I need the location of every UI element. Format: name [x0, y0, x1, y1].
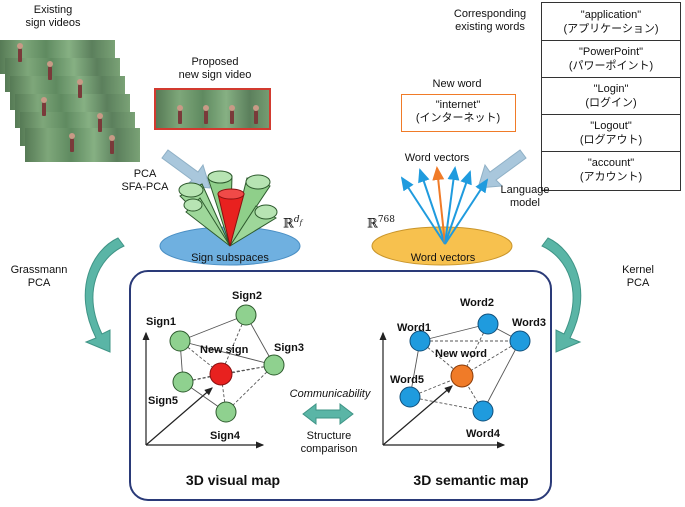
new-word-title: New word	[432, 78, 482, 90]
visual-map-title: 3D visual map	[185, 472, 281, 488]
visual-map-axes	[142, 331, 265, 449]
existing-words-list: "application"(アプリケーション) "PowerPoint"(パワー…	[541, 2, 681, 191]
sign4-node	[215, 401, 237, 423]
word1-node	[409, 330, 431, 352]
new-word-node	[450, 364, 474, 388]
visual-map-edges	[179, 314, 275, 413]
word3-node	[509, 330, 531, 352]
new-word-label: New word	[435, 348, 487, 360]
sign1-label: Sign1	[146, 316, 176, 328]
grassmann-arrow	[84, 237, 125, 353]
r768-label: ℝ768	[367, 215, 395, 232]
new-word-value-ja: (インターネット)	[415, 112, 501, 124]
sign-subspaces-label: Sign subspaces	[191, 252, 269, 264]
word-vector-arrows	[400, 166, 489, 245]
communicability-arrow	[302, 402, 354, 426]
sign5-label: Sign5	[148, 395, 178, 407]
word-vectors-top-label: Word vectors	[404, 152, 470, 164]
grassmann-pca-label: Grassmann PCA	[10, 264, 68, 289]
sign5-node	[172, 371, 194, 393]
new-sign-label: New sign	[200, 344, 249, 356]
sign2-label: Sign2	[232, 290, 262, 302]
word-vectors-ellipse-label: Word vectors	[410, 252, 476, 264]
sign2-node	[235, 304, 257, 326]
new-word-value: "internet"	[435, 99, 481, 111]
subspace-cones	[178, 170, 278, 247]
word1-label: Word1	[397, 322, 432, 334]
language-model-label: Language model	[500, 184, 550, 209]
sign3-node	[263, 354, 285, 376]
maps-frame	[129, 270, 552, 501]
kernel-arrow	[541, 237, 582, 353]
communicability-label: Communicability	[289, 388, 371, 400]
word5-label: Word5	[390, 374, 425, 386]
semantic-map-title: 3D semantic map	[413, 472, 529, 488]
existing-word-item: "Logout"(ログアウト)	[542, 114, 680, 152]
word2-node	[477, 313, 499, 335]
structure-comparison-label: Structure comparison	[300, 430, 358, 455]
corresponding-existing-words-label: Corresponding existing words	[453, 8, 527, 33]
visual-map-nodes	[169, 304, 285, 423]
existing-word-item: "application"(アプリケーション)	[542, 3, 680, 41]
sign1-node	[169, 330, 191, 352]
pca-label: PCA SFA-PCA	[121, 168, 169, 193]
new-sign-node	[209, 362, 233, 386]
kernel-pca-label: Kernel PCA	[622, 264, 654, 289]
language-model-arrow	[477, 149, 527, 189]
word3-label: Word3	[512, 317, 547, 329]
existing-word-item: "Login"(ログイン)	[542, 77, 680, 115]
existing-word-item: "PowerPoint"(パワーポイント)	[542, 40, 680, 78]
semantic-map-nodes	[399, 313, 531, 422]
existing-sign-videos-label: Existing sign videos	[25, 4, 81, 29]
rdf-label: ℝdf	[283, 215, 303, 232]
existing-word-item: "account"(アカウント)	[579, 156, 643, 183]
sign4-label: Sign4	[210, 430, 240, 442]
semantic-map-axes	[379, 331, 506, 449]
word2-label: Word2	[460, 297, 495, 309]
new-word-box: "internet" (インターネット)	[401, 94, 516, 132]
proposed-new-sign-video-label: Proposed new sign video	[178, 56, 252, 81]
word5-node	[399, 386, 421, 408]
new-sign-video	[154, 88, 271, 130]
word4-node	[472, 400, 494, 422]
word4-label: Word4	[466, 428, 501, 440]
word-vectors-ellipse	[371, 226, 513, 266]
sign3-label: Sign3	[274, 342, 304, 354]
